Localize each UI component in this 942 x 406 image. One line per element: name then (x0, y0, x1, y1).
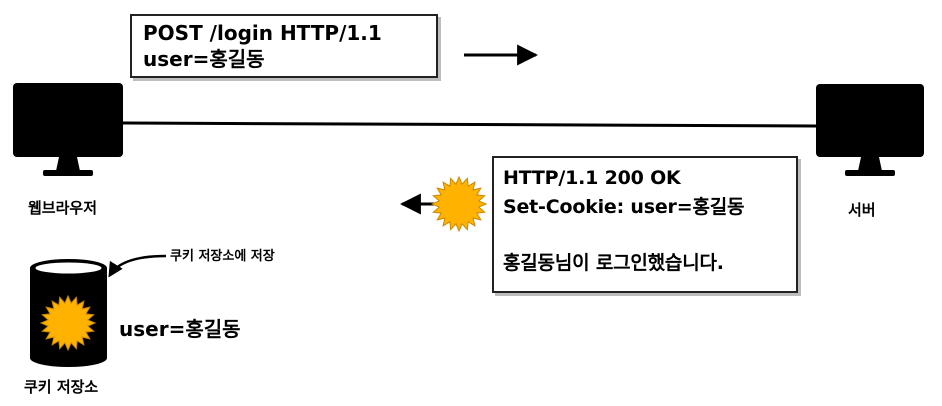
connection-line (122, 121, 817, 128)
set-cookie-header: Set-Cookie: user=홍길동 (503, 196, 745, 218)
storage-note-label: 쿠키 저장소에 저장 (170, 249, 275, 264)
browser-label: 웹브라우저 (28, 199, 98, 217)
cookie-storage-label: 쿠키 저장소 (24, 378, 99, 396)
cookie-icon (430, 175, 488, 233)
browser-monitor-icon (13, 83, 123, 176)
server-monitor-icon (816, 84, 924, 176)
storage-note-arrow (108, 254, 167, 278)
stored-cookie-label: user=홍길동 (119, 317, 241, 341)
http-request-box: POST /login HTTP/1.1 user=홍길동 (130, 14, 438, 78)
server-label: 서버 (848, 201, 876, 219)
response-status-line: HTTP/1.1 200 OK (503, 167, 681, 189)
response-body: 홍길동님이 로그인했습니다. (503, 252, 724, 274)
stored-cookie-icon (39, 294, 97, 352)
request-line: POST /login HTTP/1.1 (143, 21, 382, 45)
http-response-box: HTTP/1.1 200 OK Set-Cookie: user=홍길동 홍길동… (492, 156, 798, 293)
request-body: user=홍길동 (143, 47, 265, 71)
